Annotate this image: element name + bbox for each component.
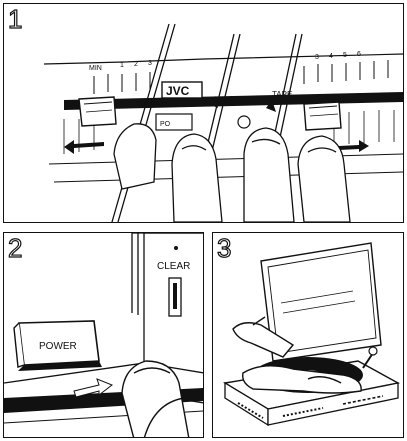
finger-icon [114, 124, 156, 189]
step-1-illustration: MIN 1 2 3 3 4 5 6 JVC PO PHONO TAPE [4, 4, 404, 223]
step-2-panel: 2 CLEAR POWER [3, 232, 204, 438]
power-button-label: PO [160, 121, 171, 128]
arrow-right-icon [339, 140, 369, 152]
step-3-illustration [213, 233, 404, 438]
step-3-panel: 3 [212, 232, 404, 438]
tick-label: 6 [357, 51, 361, 58]
clear-label: CLEAR [157, 261, 190, 272]
brand-logo: JVC [166, 84, 190, 98]
tick-label: 1 [120, 62, 124, 69]
step-2-illustration: CLEAR POWER [4, 233, 204, 438]
volume-scale [94, 60, 388, 94]
tick-label: 2 [134, 61, 138, 68]
tick-label: 3 [148, 60, 152, 67]
power-label: POWER [39, 341, 77, 352]
arrow-left-icon [64, 140, 104, 154]
left-slider-knob[interactable] [79, 97, 116, 126]
tonearm-pivot [369, 347, 377, 355]
tick-label: 3 [315, 54, 319, 61]
finger-icon [244, 128, 294, 222]
phono-button[interactable] [238, 116, 250, 128]
min-label: MIN [89, 65, 102, 72]
phono-label: PHONO [230, 95, 259, 104]
right-slider-knob[interactable] [304, 102, 341, 130]
finger-icon [172, 134, 222, 222]
tick-label: 4 [329, 53, 333, 60]
step-1-panel: 1 MIN 1 2 3 3 4 5 6 [3, 3, 404, 223]
tick-label: 5 [343, 52, 347, 59]
